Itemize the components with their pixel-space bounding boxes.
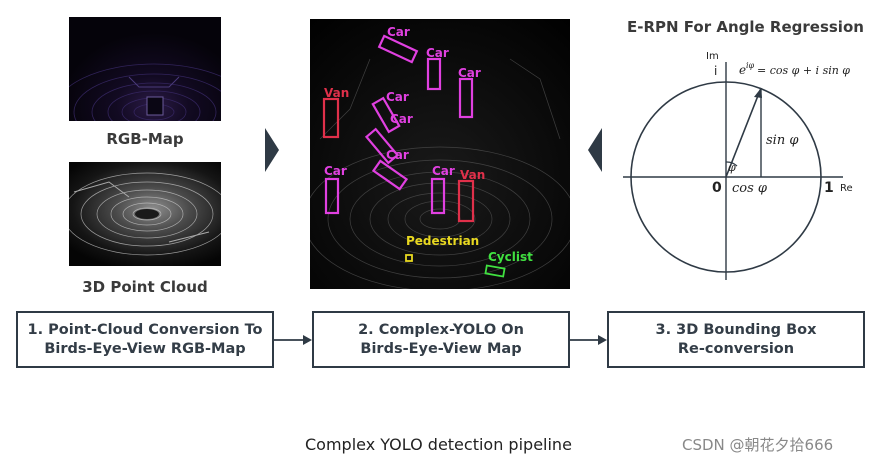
formula-base: e xyxy=(739,63,746,77)
van-box-2 xyxy=(457,179,475,223)
csdn-watermark: CSDN @朝花夕拾666 xyxy=(682,436,834,454)
car-box-2 xyxy=(426,57,442,91)
point-cloud-drawing xyxy=(69,172,221,256)
phi-label: φ xyxy=(728,161,736,174)
rgb-map-label: RGB-Map xyxy=(106,130,184,148)
car-box-1 xyxy=(377,34,419,64)
pedestrian-box xyxy=(405,254,413,262)
bev-detection-drawing: Car Car Car Car Car Car Car Car Van Van … xyxy=(310,25,570,289)
erpn-title: E-RPN For Angle Regression xyxy=(627,18,864,36)
i-label: i xyxy=(714,64,717,78)
car-label-4: Car xyxy=(386,90,409,104)
car-label-5: Car xyxy=(390,112,413,126)
re-axis-label: Re xyxy=(840,183,853,194)
cos-phi-label: cos φ xyxy=(732,181,768,196)
point-cloud-label: 3D Point Cloud xyxy=(82,278,208,296)
one-label: 1 xyxy=(824,180,834,196)
figure-caption: Complex YOLO detection pipeline xyxy=(305,435,572,454)
van-label-2: Van xyxy=(460,168,485,182)
euler-formula: e iφ = cos φ + i sin φ xyxy=(739,61,850,77)
chevron-left-icon xyxy=(588,128,602,172)
unit-circle-diagram: sin φ cos φ φ Im i Re 0 1 e iφ = cos φ +… xyxy=(623,51,853,280)
car-box-5 xyxy=(364,127,400,165)
car-box-3 xyxy=(458,77,474,119)
arrow-step2-to-step3 xyxy=(570,335,607,345)
sin-phi-label: sin φ xyxy=(766,133,799,148)
car-box-6 xyxy=(371,159,409,191)
chevron-right-icon xyxy=(265,128,279,172)
car-label-1: Car xyxy=(387,25,410,39)
car-label-3: Car xyxy=(458,66,481,80)
angle-arc xyxy=(725,161,738,167)
step-2-box: 2. Complex-YOLO On Birds-Eye-View Map xyxy=(312,311,570,368)
car-label-8: Car xyxy=(432,164,455,178)
im-axis-label: Im xyxy=(706,51,719,62)
step-3-box: 3. 3D Bounding Box Re-conversion xyxy=(607,311,865,368)
car-label-2: Car xyxy=(426,46,449,60)
formula-rest: = cos φ + i sin φ xyxy=(757,64,850,77)
arrow-step1-to-step2 xyxy=(274,335,312,345)
car-label-7: Car xyxy=(324,164,347,178)
point-cloud-image xyxy=(69,162,221,266)
van-box-1 xyxy=(322,97,340,139)
car-label-6: Car xyxy=(386,148,409,162)
cyclist-label: Cyclist xyxy=(488,250,533,264)
unit-circle xyxy=(630,81,822,273)
origin-label: 0 xyxy=(712,180,722,196)
cyclist-box xyxy=(484,264,506,278)
car-box-4 xyxy=(371,96,401,134)
formula-exponent: iφ xyxy=(746,61,755,70)
step-1-box: 1. Point-Cloud Conversion To Birds-Eye-V… xyxy=(16,311,274,368)
pedestrian-label: Pedestrian xyxy=(406,234,479,248)
vector-arrowhead xyxy=(754,88,762,98)
car-box-7 xyxy=(324,177,340,215)
rgb-map-drawing xyxy=(69,63,221,121)
van-label-1: Van xyxy=(324,86,349,100)
bev-detection-image: Car Car Car Car Car Car Car Car Van Van … xyxy=(310,19,570,289)
rgb-map-image xyxy=(69,17,221,121)
car-box-8 xyxy=(430,177,446,215)
